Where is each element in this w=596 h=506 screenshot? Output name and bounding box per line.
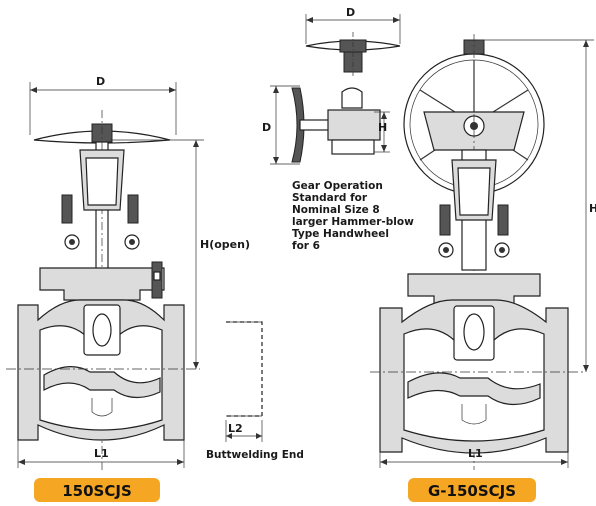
gear-note-line-2: Standard for — [292, 192, 368, 204]
gear-note-line-4: larger Hammer-blow — [292, 216, 414, 228]
badge-150scjs-background — [34, 478, 160, 502]
top-d-label: D — [346, 6, 355, 19]
gear-operation-note: Gear Operation Standard for Nominal Size… — [292, 180, 414, 252]
gear-note-line-6: for 6 — [292, 240, 320, 252]
badge-g150scjs-label: G-150SCJS — [428, 482, 516, 500]
gear-note-line-5: Type Handwheel — [292, 228, 389, 240]
right-valve-drawing — [370, 34, 594, 470]
badge-g150scjs: G-150SCJS — [408, 478, 536, 502]
gear-side-view — [270, 85, 390, 165]
side-d-label: D — [262, 121, 271, 134]
badge-150scjs: 150SCJS — [34, 478, 160, 502]
gear-top-view — [305, 14, 401, 76]
left-d-label: D — [96, 75, 105, 88]
right-h-label: H — [589, 202, 596, 215]
badge-g150scjs-background — [408, 478, 536, 502]
left-h-open-label: H(open) — [200, 238, 250, 251]
side-h-label: H — [378, 121, 387, 134]
butt-l2-label: L2 — [228, 422, 243, 435]
right-l1-label: L1 — [468, 447, 483, 460]
gear-note-line-3: Nominal Size 8 — [292, 204, 380, 216]
buttwelding-end-drawing — [225, 321, 263, 442]
badge-150scjs-label: 150SCJS — [62, 482, 132, 500]
gear-note-line-1: Gear Operation — [292, 180, 383, 192]
left-valve-drawing — [6, 82, 204, 470]
buttwelding-caption: Buttwelding End — [206, 449, 304, 461]
left-l1-label: L1 — [94, 447, 109, 460]
